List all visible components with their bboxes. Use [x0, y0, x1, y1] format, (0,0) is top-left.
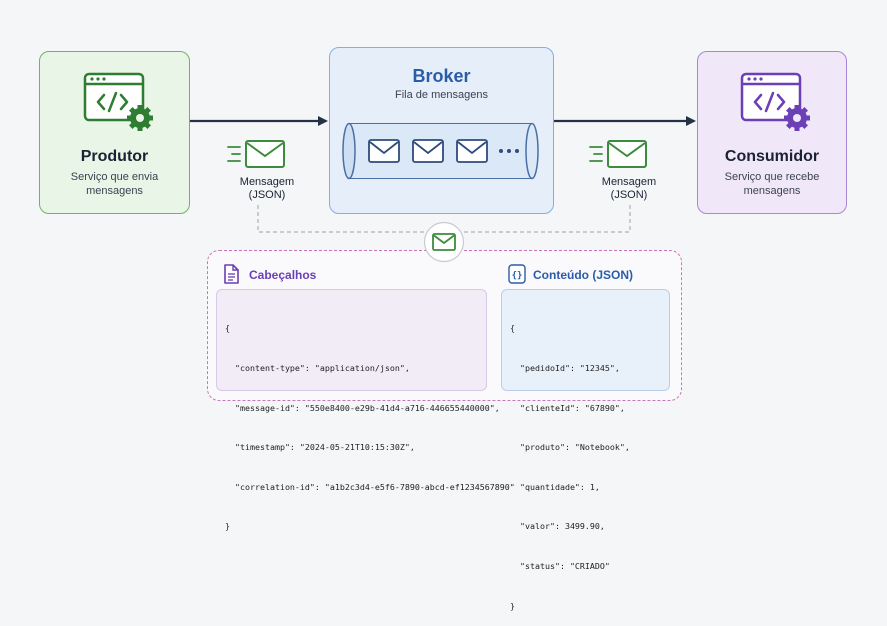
body-title: Conteúdo (JSON)	[533, 268, 633, 282]
right-dashed-connector	[462, 205, 631, 233]
body-code-line: "status": "CRIADO"	[510, 561, 610, 572]
body-code-line: {	[510, 323, 515, 334]
right-message-label-line2: (JSON)	[610, 189, 648, 201]
consumer-subtitle-line1: Serviço que recebe	[724, 171, 820, 183]
consumer-node: Consumidor Serviço que recebe mensagens	[697, 51, 847, 214]
document-icon	[224, 264, 239, 284]
headers-code-line: "content-type": "application/json",	[225, 363, 410, 374]
code-window-gear-icon	[740, 72, 810, 131]
headers-code-line: "message-id": "550e8400-e29b-41d4-a716-4…	[225, 402, 500, 413]
moving-envelope-icon	[589, 140, 647, 168]
headers-title: Cabeçalhos	[249, 268, 317, 282]
broker-title: Broker	[412, 66, 471, 86]
producer-subtitle-line2: mensagens	[86, 185, 143, 197]
left-message-label-line2: (JSON)	[248, 189, 286, 201]
envelope-icon	[456, 139, 488, 163]
consumer-subtitle-line2: mensagens	[743, 185, 801, 197]
headers-code-line: {	[225, 323, 230, 334]
body-code-line: "pedidoId": "12345",	[510, 363, 620, 374]
moving-envelope-icon	[227, 140, 285, 168]
right-message-label-line1: Mensagem	[601, 176, 657, 188]
headers-code-line: }	[225, 521, 230, 532]
code-window-gear-icon	[83, 72, 153, 131]
left-dashed-connector	[257, 205, 424, 233]
queue-cylinder-ends	[342, 122, 539, 180]
broker-subtitle: Fila de mensagens	[395, 89, 488, 101]
svg-text:{}: {}	[512, 271, 523, 281]
body-code-line: "valor": 3499.90,	[510, 521, 605, 532]
left-message-label-line1: Mensagem	[239, 176, 295, 188]
body-code-line: }	[510, 600, 515, 611]
body-code-block: { "pedidoId": "12345", "clienteId": "678…	[501, 289, 670, 611]
headers-code-line: "correlation-id": "a1b2c3d4-e5f6-7890-ab…	[225, 481, 515, 492]
headers-code-line: "timestamp": "2024-05-21T10:15:30Z",	[225, 442, 415, 453]
headers-code-block: { "content-type": "application/json", "m…	[216, 289, 515, 531]
producer-node: Produtor Serviço que envia mensagens	[39, 51, 190, 214]
json-braces-icon: {}	[508, 264, 526, 284]
consumer-title: Consumidor	[724, 148, 820, 165]
body-code-line: "quantidade": 1,	[510, 481, 600, 492]
envelope-icon	[368, 139, 400, 163]
envelope-icon	[412, 139, 444, 163]
body-code-line: "produto": "Notebook",	[510, 442, 630, 453]
envelope-icon	[423, 221, 465, 263]
producer-title: Produtor	[80, 148, 149, 165]
more-ellipsis-icon	[499, 149, 519, 153]
producer-subtitle-line1: Serviço que envia	[70, 171, 159, 183]
body-code-line: "clienteId": "67890",	[510, 402, 625, 413]
